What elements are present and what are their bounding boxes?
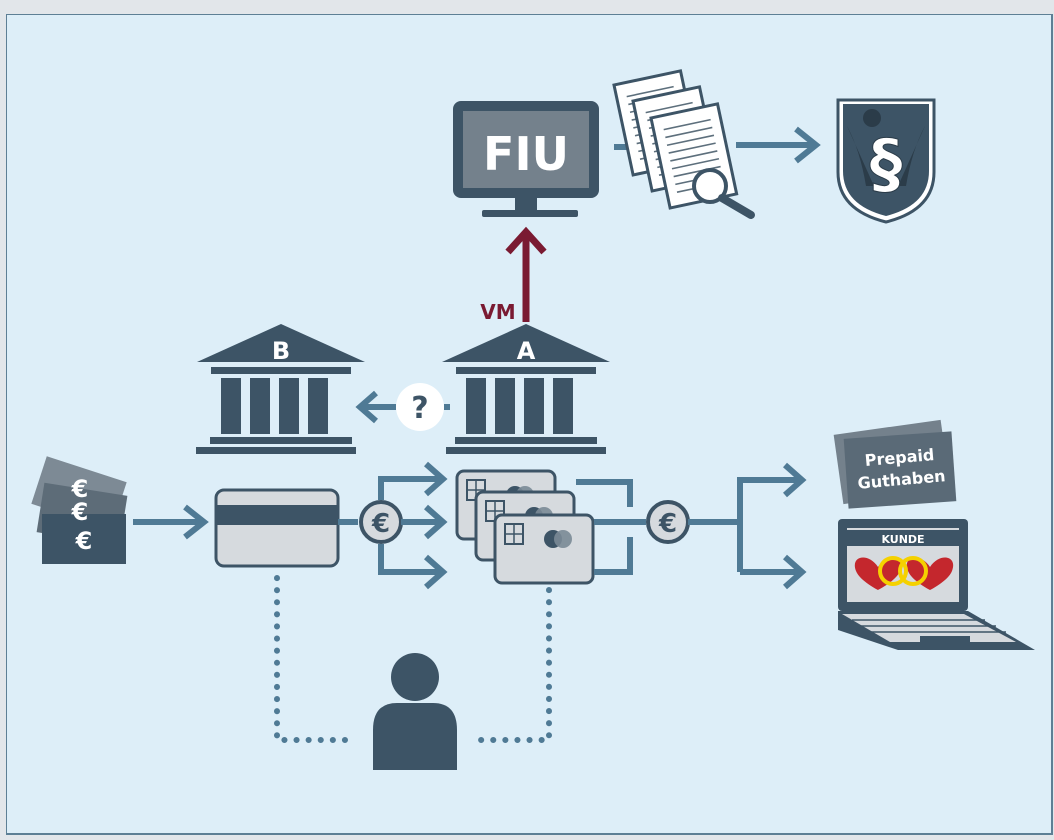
question-badge [396, 383, 444, 431]
question-mark: ? [411, 391, 428, 426]
cash-icon [31, 456, 128, 564]
person-icon [373, 653, 457, 770]
report-label: VM [480, 300, 515, 324]
bank-a-label: A [517, 337, 536, 365]
monitor-icon [453, 101, 599, 217]
federal-eagle-icon [836, 98, 936, 224]
cash-euro-symbol-back: € [71, 475, 89, 503]
dotted-link-cards-to-person [475, 587, 552, 743]
bank-a-icon [442, 324, 610, 454]
arrow-bank-a-to-bank-b [355, 390, 450, 424]
money-laundering-flow-diagram: FIU § VM A [5, 13, 1053, 835]
arrow-cash-to-card [133, 504, 209, 540]
fiu-label: FIU [483, 127, 569, 181]
report-arrow [505, 226, 547, 322]
bank-b-label: B [272, 337, 290, 365]
euro-coin-left-symbol: € [371, 509, 390, 539]
cash-euro-symbol-front: € [75, 527, 93, 555]
paragraph-symbol: § [870, 125, 903, 202]
merge-lines-to-euro [576, 479, 646, 575]
bank-b-icon [196, 324, 365, 454]
arrow-documents-to-authority [736, 126, 821, 164]
arrows-to-outputs [688, 462, 807, 590]
cash-euro-symbol-middle: € [71, 498, 89, 526]
rings-icon [878, 556, 928, 586]
laptop-header-label: KUNDE [881, 533, 924, 546]
diagram-canvas: FIU § VM A [5, 13, 1054, 836]
payment-card-icon [214, 488, 340, 568]
split-arrows-to-cards [378, 461, 448, 590]
magnifier-icon [692, 168, 755, 219]
euro-coin-right-symbol: € [658, 509, 677, 539]
prepaid-card-icon [833, 419, 957, 509]
